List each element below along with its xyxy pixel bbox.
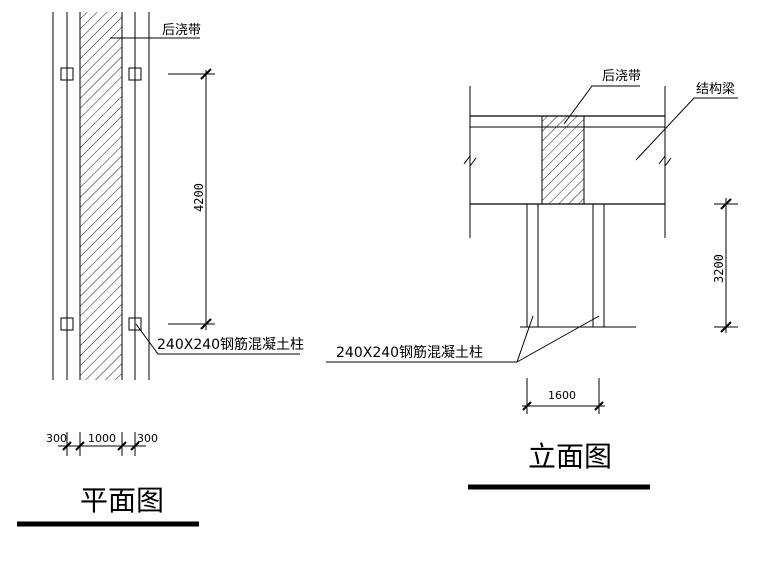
elevation-column-label: 240X240钢筋混凝土柱 <box>336 344 483 361</box>
elevation-dim-horizontal-label: 1600 <box>548 389 576 402</box>
plan-column-label: 240X240钢筋混凝土柱 <box>157 336 304 353</box>
plan-column-marker <box>60 317 74 331</box>
plan-column-marker <box>128 67 142 81</box>
plan-dim-vertical-label: 4200 <box>192 183 206 212</box>
plan-post-pour-strip <box>80 12 122 380</box>
elevation-beam-label: 结构梁 <box>696 82 735 97</box>
plan-dim-tick <box>75 441 85 451</box>
plan-dim-tick <box>117 441 127 451</box>
elevation-post-pour-label: 后浇带 <box>602 69 641 84</box>
plan-dim-tick <box>130 441 140 451</box>
plan-dim-tick <box>62 441 72 451</box>
plan-column-leader <box>135 323 300 355</box>
plan-dim-right-label: 300 <box>137 432 158 445</box>
elevation-view: 后浇带 结构梁 240X240钢筋混凝土柱 3200 1600 立面图 <box>326 69 738 490</box>
plan-dim-mid-label: 1000 <box>88 432 116 445</box>
plan-dim-tick <box>200 318 212 330</box>
elevation-break-symbol <box>463 154 477 168</box>
elevation-dim-tick <box>720 321 732 333</box>
elevation-dim-tick <box>522 401 532 411</box>
plan-dim-left-label: 300 <box>46 432 67 445</box>
plan-column-marker <box>60 67 74 81</box>
elevation-beam-leader <box>635 97 738 161</box>
elevation-dim-tick <box>720 198 732 210</box>
elevation-post-pour-leader <box>563 85 640 125</box>
plan-column-marker <box>128 317 142 331</box>
elevation-title: 立面图 <box>528 440 612 473</box>
elevation-break-symbol <box>658 154 672 168</box>
plan-title: 平面图 <box>80 484 164 517</box>
plan-view: 后浇带 240X240钢筋混凝土柱 4200 300 1000 300 平面图 <box>17 12 304 527</box>
elevation-dim-tick <box>594 401 604 411</box>
plan-dim-tick <box>200 68 212 80</box>
plan-post-pour-label: 后浇带 <box>162 23 201 38</box>
elevation-post-pour-strip <box>542 116 584 204</box>
elevation-column-leader-branch <box>516 315 600 363</box>
elevation-dim-vertical-label: 3200 <box>712 254 726 283</box>
